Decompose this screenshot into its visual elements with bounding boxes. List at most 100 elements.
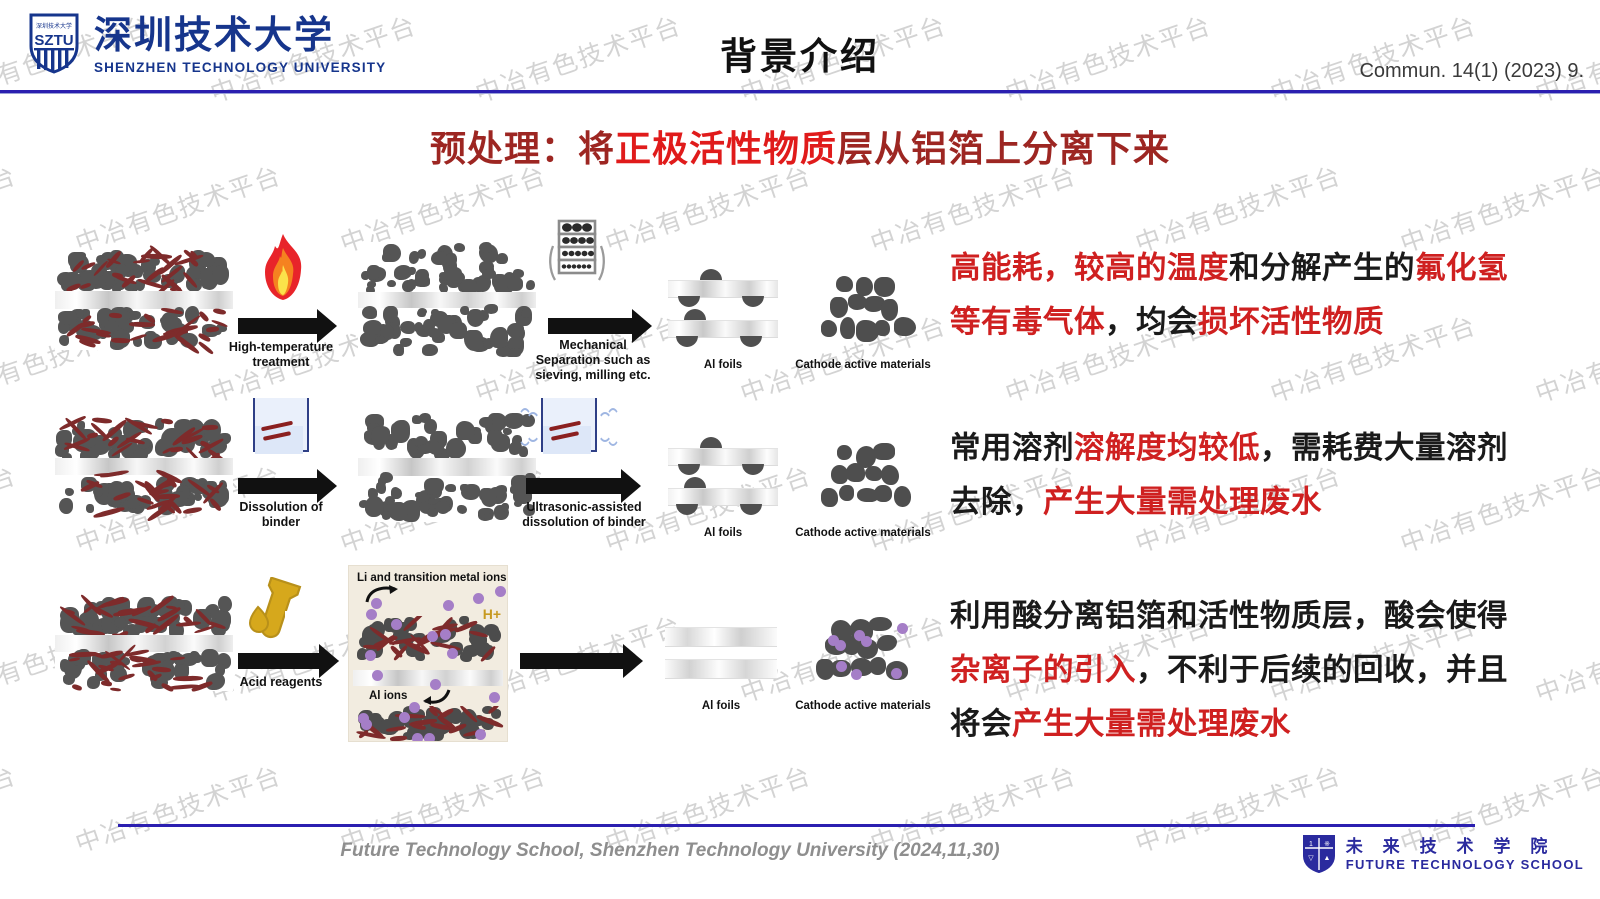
process-arrow-2-label: Mechanical Separation such as sieving, m…	[535, 338, 651, 382]
cathode-particle	[881, 464, 899, 485]
active-material-particle	[402, 706, 417, 718]
metal-ion-dot	[890, 668, 902, 680]
active-material-particle	[438, 282, 448, 293]
process-arrow-1-label: Dissolution of binder	[239, 500, 323, 529]
process-arrow-2	[548, 309, 652, 343]
university-logo-text: 深圳技术大学 SHENZHEN TECHNOLOGY UNIVERSITY	[94, 14, 386, 77]
acid-panel-bottom-label: Al ions	[369, 690, 408, 702]
aluminium-foil-layer	[358, 458, 536, 476]
binder-strand	[182, 505, 203, 515]
svg-text:1: 1	[1309, 841, 1313, 848]
metal-ion-dot	[423, 733, 435, 741]
watermark-text: 中冶有色技术平台	[1531, 610, 1600, 709]
active-material-particle	[496, 346, 512, 358]
active-material-particle	[520, 308, 531, 319]
binder-strand	[389, 735, 407, 741]
svg-text:▲: ▲	[1323, 855, 1330, 862]
cathode-particle	[893, 486, 912, 507]
metal-ion-dot	[430, 679, 442, 691]
cathode-particle	[830, 465, 849, 484]
active-material-particle	[428, 328, 441, 339]
active-material-particle	[215, 323, 227, 333]
metal-ion-dot	[399, 711, 411, 723]
active-material-particle	[121, 321, 135, 333]
electrode-cross-section	[55, 593, 233, 693]
metal-ion-dot	[494, 585, 506, 597]
active-material-particle	[132, 449, 149, 462]
commentary-segment: 杂离子的引入	[950, 653, 1136, 688]
active-material-particle	[362, 320, 383, 336]
cathode-particle	[848, 294, 868, 310]
active-material-particle	[154, 418, 165, 430]
active-material-particle	[150, 256, 161, 267]
active-material-particle	[428, 441, 444, 456]
active-material-particle	[446, 253, 457, 266]
active-material-particle	[377, 476, 387, 487]
active-material-particle	[201, 418, 221, 442]
active-material-particle	[215, 664, 226, 676]
cathode-particle	[815, 658, 835, 680]
active-material-particle	[174, 662, 189, 679]
active-material-particle	[375, 482, 386, 494]
commentary-segment: 氟化氢等有毒气体	[950, 251, 1508, 340]
commentary-block-3: 利用酸分离铝箔和活性物质层，酸会使得杂离子的引入，不利于后续的回收，并且将会产生…	[950, 590, 1510, 752]
cathode-particle	[820, 487, 838, 508]
active-material-particle	[481, 706, 493, 715]
active-material-particle	[358, 500, 369, 509]
active-material-particle	[385, 496, 396, 505]
sieve-stack-icon	[545, 218, 607, 284]
active-material-particle	[460, 279, 477, 295]
active-material-particle	[467, 724, 480, 734]
commentary-segment: 常用溶剂	[950, 431, 1074, 466]
active-material-particle	[460, 483, 470, 493]
metal-ion-dot	[834, 639, 846, 651]
active-material-particle	[211, 264, 230, 285]
electrode-loosened	[358, 242, 536, 358]
active-material-particle	[390, 419, 411, 443]
active-material-particle	[513, 500, 522, 507]
active-material-particle	[218, 479, 228, 491]
al-foil-layer	[353, 670, 503, 686]
metal-ion-dot	[371, 670, 383, 682]
active-material-particle	[453, 243, 466, 252]
active-material-particle	[525, 280, 536, 291]
subtitle-highlight: 正极活性物质	[614, 129, 837, 170]
active-material-particle	[417, 443, 433, 455]
metal-ion-dot	[427, 631, 439, 643]
cathode-caption: Cathode active materials	[795, 700, 931, 712]
metal-ion-dot	[853, 629, 865, 641]
university-name-cn: 深圳技术大学	[94, 13, 335, 57]
active-material-particle	[457, 505, 467, 515]
active-material-particle	[427, 498, 438, 506]
commentary-block-1: 高能耗，较高的温度和分解产生的氟化氢等有毒气体，均会损坏活性物质	[950, 242, 1510, 350]
cathode-particle	[839, 316, 855, 339]
reference-citation: Commun. 14(1) (2023) 9.	[1359, 60, 1584, 82]
cathode-particle	[838, 484, 854, 502]
subtitle-part-1: 预处理：将	[429, 129, 615, 170]
flame-icon	[255, 232, 311, 302]
active-material-particle	[162, 660, 173, 669]
cathode-particle	[836, 275, 854, 293]
process-arrow-1	[238, 309, 337, 343]
commentary-segment: 产生大量需处理废水	[1012, 707, 1291, 742]
active-material-particle	[370, 426, 389, 444]
metal-ion-dot	[361, 719, 373, 731]
aluminium-foil-layer	[55, 635, 233, 652]
metal-ion-dot	[447, 648, 459, 660]
metal-ion-dot	[411, 733, 423, 741]
active-material-particle	[129, 282, 139, 292]
commentary-block-2: 常用溶剂溶解度均较低，需耗费大量溶剂去除，产生大量需处理废水	[950, 422, 1510, 530]
metal-ion-dot	[391, 618, 403, 630]
active-material-particle	[138, 439, 151, 449]
metal-ion-dot	[365, 650, 377, 662]
active-material-particle	[522, 503, 535, 516]
active-material-particle	[82, 436, 96, 448]
active-material-particle	[445, 484, 457, 492]
active-material-particle	[512, 268, 525, 278]
active-material-particle	[383, 305, 398, 324]
slide-header: 深圳技术大学 SZTU 深圳技术大学 SHENZHEN TECHNOLOGY U…	[0, 0, 1600, 96]
cathode-particle	[864, 295, 885, 312]
commentary-segment: 利用酸分离铝箔和活性物质层，酸会使得	[950, 599, 1508, 634]
active-material-particle	[366, 286, 376, 296]
cathode-particle	[836, 444, 852, 460]
